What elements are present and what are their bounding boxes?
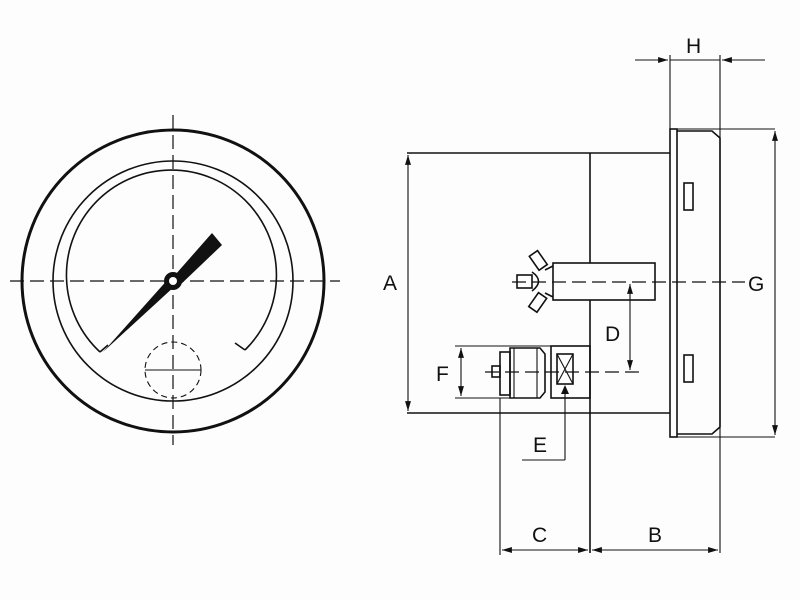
label-c: C (532, 524, 547, 547)
needle-head (168, 233, 222, 287)
wrench-flat (556, 353, 574, 385)
front-view (10, 115, 340, 445)
side-view (407, 55, 775, 553)
dial-scale (65, 169, 278, 353)
label-f: F (436, 363, 449, 386)
dimensions: A B C D E F G H (383, 35, 778, 555)
clip-bottom (683, 354, 694, 383)
thread-fitting (509, 347, 546, 399)
needle-tail (103, 277, 176, 352)
dim-e-leader (522, 387, 566, 461)
label-e: E (533, 434, 547, 457)
wing-nut-top (528, 249, 549, 272)
clip-top (683, 182, 694, 211)
label-b: B (648, 524, 662, 547)
label-h: H (686, 35, 701, 58)
label-a: A (383, 272, 397, 295)
wing-nut-bottom (527, 291, 548, 314)
bezel-flange (669, 128, 678, 438)
case-body (407, 152, 670, 414)
label-d: D (605, 323, 620, 346)
label-g: G (748, 273, 764, 296)
